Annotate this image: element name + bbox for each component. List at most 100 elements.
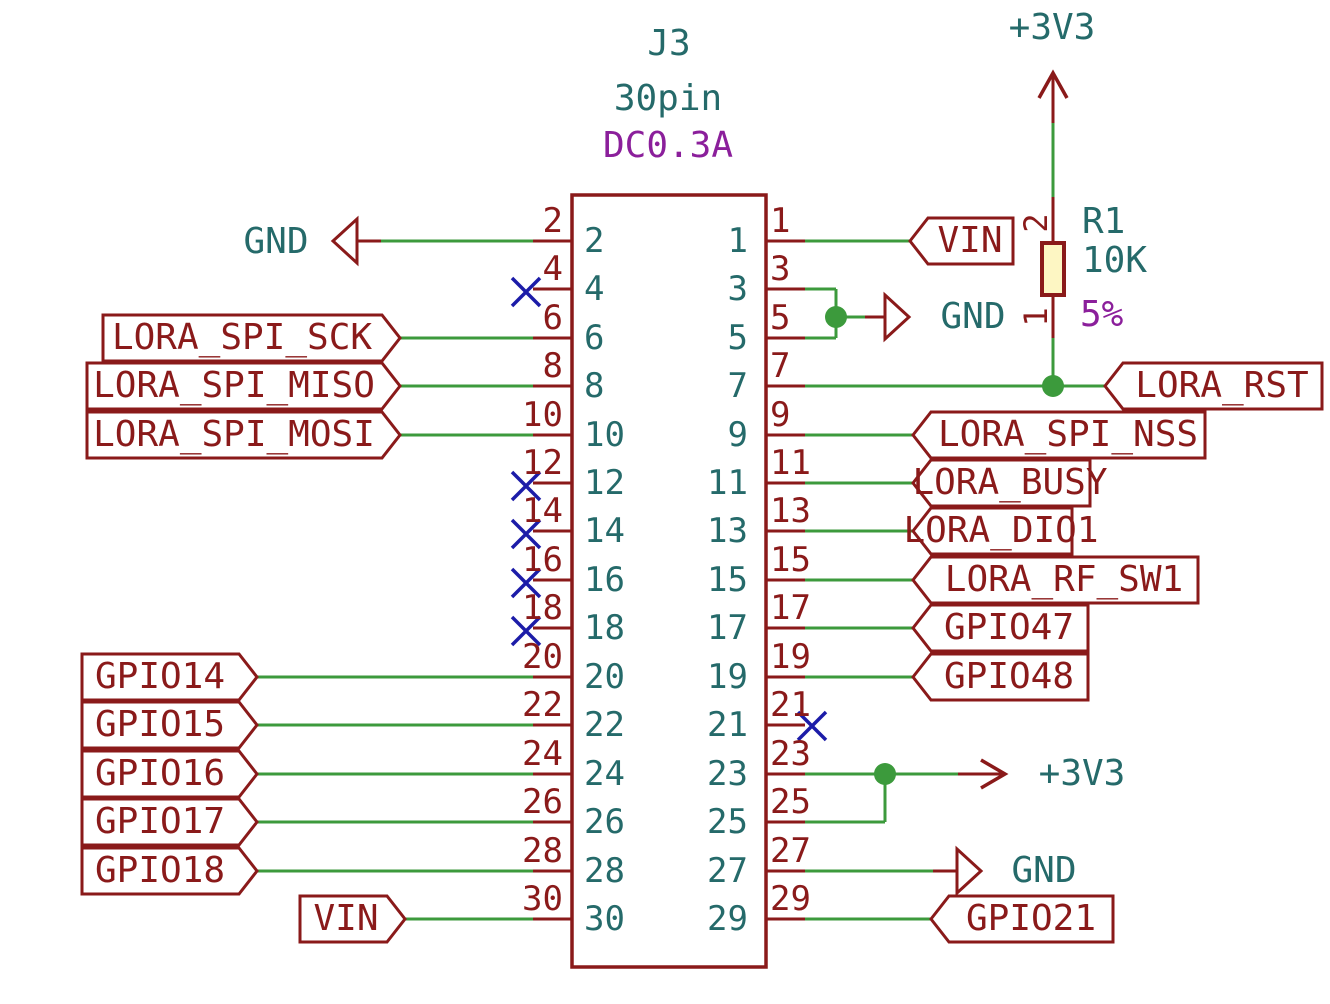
label-shape-gpio47 — [911, 603, 1090, 653]
label-shape-vin-30 — [298, 894, 407, 944]
label-lora-dio1[interactable]: LORA_DIO1 — [903, 510, 1099, 551]
p3v3-right-label: +3V3 — [1038, 753, 1126, 794]
label-gpio18[interactable]: GPIO18 — [94, 850, 226, 891]
pin-4-number-outside: 4 — [542, 249, 563, 289]
pin-13-number-outside: 13 — [770, 491, 811, 531]
pin-25-number-outside: 25 — [770, 782, 811, 822]
connector-current-rating: DC0.3A — [602, 125, 734, 166]
pin-12-number-outside: 12 — [522, 443, 563, 483]
pin-6-number-inside: 6 — [584, 318, 605, 358]
resistor-value: 10K — [1082, 240, 1148, 281]
label-lora-spi-miso[interactable]: LORA_SPI_MISO — [93, 365, 375, 406]
pin-4-number-inside: 4 — [584, 269, 605, 309]
label-lora-spi-mosi[interactable]: LORA_SPI_MOSI — [93, 414, 375, 455]
power-gnd-left-symbol[interactable] — [330, 215, 359, 267]
pin-9-number-outside: 9 — [770, 395, 791, 435]
pin-26-number-inside: 26 — [584, 802, 625, 842]
pin-11-number-outside: 11 — [770, 443, 811, 483]
label-shape-lora-rf-sw1 — [911, 555, 1200, 605]
pin-5-number-outside: 5 — [770, 298, 791, 338]
pin-27-number-outside: 27 — [770, 831, 811, 871]
label-vin-30[interactable]: VIN — [313, 898, 379, 939]
connector-j3-symbol[interactable] — [570, 193, 768, 969]
label-lora-spi-nss[interactable]: LORA_SPI_NSS — [937, 414, 1199, 455]
pin-14-number-inside: 14 — [584, 511, 625, 551]
pin-22-number-outside: 22 — [522, 685, 563, 725]
pin-2-number-outside: 2 — [542, 201, 563, 241]
label-lora-rf-sw1[interactable]: LORA_RF_SW1 — [944, 559, 1184, 600]
resistor-pin2-number: 2 — [1017, 213, 1055, 233]
pin-8-number-outside: 8 — [542, 346, 563, 386]
no-connect-x-pin-14 — [510, 518, 542, 550]
wire-junctions — [825, 306, 1064, 785]
pin-26-number-outside: 26 — [522, 782, 563, 822]
label-shape-lora-dio1 — [911, 506, 1074, 556]
power-3v3-right-symbol[interactable] — [980, 758, 1009, 790]
label-shape-lora-spi-miso — [85, 361, 402, 411]
label-lora-spi-sck[interactable]: LORA_SPI_SCK — [111, 317, 373, 358]
no-connect-x-pin-16 — [510, 567, 542, 599]
pin-7-number-inside: 7 — [727, 366, 748, 406]
label-shape-gpio48 — [911, 652, 1090, 702]
global-label-shapes[interactable] — [80, 216, 1324, 944]
pin-30-number-outside: 30 — [522, 879, 563, 919]
pin-8-number-inside: 8 — [584, 366, 605, 406]
no-connect-marks — [510, 276, 828, 742]
label-shape-lora-busy — [911, 458, 1092, 508]
label-gpio17[interactable]: GPIO17 — [94, 801, 226, 842]
label-gpio21[interactable]: GPIO21 — [965, 898, 1097, 939]
pin-21-number-outside: 21 — [770, 685, 811, 725]
pin-18-number-inside: 18 — [584, 608, 625, 648]
pin-23-number-inside: 23 — [707, 754, 748, 794]
pin-3-number-outside: 3 — [770, 249, 791, 289]
pin-1-number-inside: 1 — [727, 221, 748, 261]
pin-3-number-inside: 3 — [727, 269, 748, 309]
label-lora-busy[interactable]: LORA_BUSY — [912, 462, 1108, 503]
power-3v3-top-symbol[interactable] — [1037, 69, 1069, 99]
label-shape-gpio16 — [80, 749, 259, 799]
resistor-r1-symbol[interactable] — [1040, 241, 1066, 297]
label-shape-gpio18 — [80, 846, 259, 896]
pin-13-number-inside: 13 — [707, 511, 748, 551]
pin-29-number-outside: 29 — [770, 879, 811, 919]
gnd-bottom-label: GND — [1011, 850, 1077, 891]
label-gpio16[interactable]: GPIO16 — [94, 753, 226, 794]
pin-24-number-inside: 24 — [584, 754, 625, 794]
pin-12-number-inside: 12 — [584, 463, 625, 503]
resistor-reference: R1 — [1082, 201, 1126, 242]
pin-17-number-outside: 17 — [770, 588, 811, 628]
resistor-tolerance: 5% — [1080, 294, 1124, 335]
power-gnd-bottom-symbol[interactable] — [955, 845, 984, 897]
pin-14-number-outside: 14 — [522, 491, 563, 531]
label-shape-lora-spi-nss — [911, 410, 1207, 460]
pin-15-number-outside: 15 — [770, 540, 811, 580]
gnd-mid-label: GND — [940, 296, 1006, 337]
pin-17-number-inside: 17 — [707, 608, 748, 648]
connector-description: 30pin — [613, 78, 723, 119]
label-gpio15[interactable]: GPIO15 — [94, 704, 226, 745]
pin-23-number-outside: 23 — [770, 734, 811, 774]
pin-9-number-inside: 9 — [727, 415, 748, 455]
pin-28-number-inside: 28 — [584, 851, 625, 891]
label-shape-vin-1 — [908, 216, 1015, 266]
pin-1-number-outside: 1 — [770, 201, 791, 241]
pin-16-number-inside: 16 — [584, 560, 625, 600]
power-gnd-mid-symbol[interactable] — [883, 291, 912, 343]
no-connect-x-pin-12 — [510, 470, 542, 502]
pin-10-number-inside: 10 — [584, 415, 625, 455]
label-shape-gpio17 — [80, 797, 259, 847]
pin-30-number-inside: 30 — [584, 899, 625, 939]
label-gpio14[interactable]: GPIO14 — [94, 656, 226, 697]
label-gpio48[interactable]: GPIO48 — [943, 656, 1075, 697]
pin-10-number-outside: 10 — [522, 395, 563, 435]
label-gpio47[interactable]: GPIO47 — [943, 607, 1075, 648]
pin-22-number-inside: 22 — [584, 705, 625, 745]
label-shape-gpio15 — [80, 700, 259, 750]
label-vin-1[interactable]: VIN — [937, 220, 1003, 261]
label-shape-gpio14 — [80, 652, 259, 702]
label-lora-rst[interactable]: LORA_RST — [1135, 365, 1309, 406]
pin-25-number-inside: 25 — [707, 802, 748, 842]
resistor-pin1-number: 1 — [1017, 307, 1055, 327]
